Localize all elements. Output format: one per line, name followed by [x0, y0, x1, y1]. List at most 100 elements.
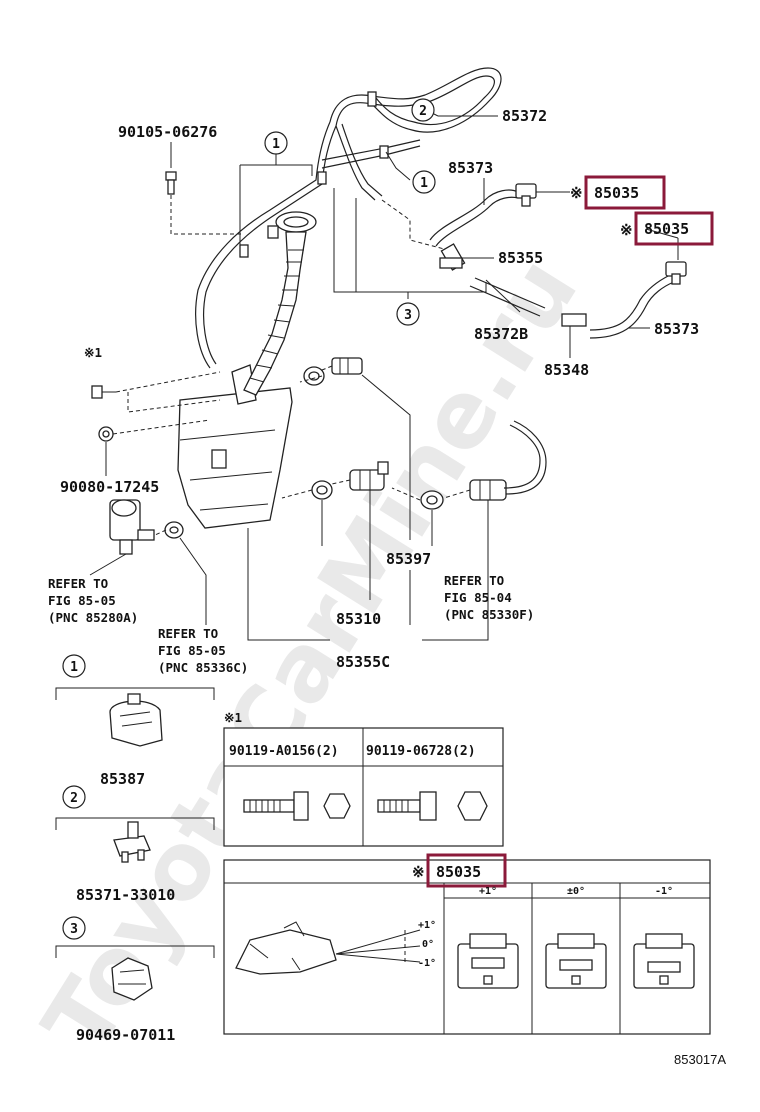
svg-text:0°: 0°	[422, 939, 434, 950]
bolt-table	[223, 727, 504, 847]
nozzle-table-part[interactable]: 85035	[436, 863, 481, 881]
assembly-line-a	[170, 195, 242, 235]
svg-text:90469-07011: 90469-07011	[76, 1026, 175, 1044]
diagram-id: 853017A	[674, 1052, 726, 1067]
nut-90080[interactable]	[98, 426, 114, 442]
nozzle-side-view: +1° 0° -1°	[235, 920, 436, 975]
nozzle-header-minus: -1°	[655, 886, 673, 897]
nozzle-85035-b[interactable]	[665, 261, 687, 285]
bolt-table-mark: ※1	[224, 710, 242, 725]
svg-text:FIG 85-05: FIG 85-05	[48, 593, 116, 608]
ref-mark-85035-a: ※	[570, 184, 583, 202]
reference-note-left[interactable]: REFER TO FIG 85-05 (PNC 85280A)	[48, 576, 138, 625]
callout-2-top[interactable]: 2	[411, 98, 435, 122]
label-85035-a[interactable]: 85035	[594, 184, 639, 202]
hose-85373-top[interactable]	[429, 189, 519, 241]
leader-lines	[89, 110, 679, 641]
callout-3[interactable]: 3	[396, 302, 420, 326]
svg-text:REFER TO: REFER TO	[158, 626, 218, 641]
label-85373-top[interactable]: 85373	[448, 159, 493, 177]
nozzle-front-minus	[633, 933, 695, 989]
clamp-85387-icon	[109, 693, 163, 747]
hose-85373-right[interactable]	[589, 274, 671, 331]
nozzle-header-plus: +1°	[479, 886, 497, 897]
highlight-85035-table	[426, 853, 507, 888]
assembly-line-h	[154, 529, 167, 536]
nozzle-front-plus	[457, 933, 519, 989]
svg-text:REFER TO: REFER TO	[48, 576, 108, 591]
svg-text:3: 3	[70, 922, 78, 937]
svg-text:+1°: +1°	[418, 920, 436, 931]
svg-text:FIG 85-04: FIG 85-04	[444, 590, 512, 605]
hose-clip-d[interactable]	[367, 91, 377, 107]
connector-top[interactable]	[331, 357, 363, 375]
joint-85355-body[interactable]	[439, 257, 463, 269]
nozzle-header-zero: ±0°	[567, 886, 585, 897]
nozzle-85035-a[interactable]	[515, 183, 568, 207]
svg-text:(PNC 85330F): (PNC 85330F)	[444, 607, 534, 622]
nozzle-table-mark: ※	[412, 863, 425, 881]
svg-text:2: 2	[70, 791, 78, 806]
grommet-85397-c[interactable]	[420, 490, 444, 510]
svg-text:(PNC 85336C): (PNC 85336C)	[158, 660, 248, 675]
grommet-85397-a[interactable]	[303, 366, 325, 386]
clip-85371-icon	[113, 821, 151, 863]
legend-item-1[interactable]: 1 85387	[55, 654, 215, 788]
label-85355[interactable]: 85355	[498, 249, 543, 267]
hose-85372b[interactable]	[335, 123, 546, 317]
grommet-85397-b[interactable]	[311, 480, 333, 500]
highlight-85035-a	[584, 175, 666, 210]
svg-text:(PNC 85280A): (PNC 85280A)	[48, 610, 138, 625]
ref-mark-85035-b: ※	[620, 221, 633, 239]
bolt-table-col1[interactable]: 90119-A0156(2)	[229, 744, 339, 759]
clip-90469-icon	[111, 957, 153, 1001]
reference-note-right[interactable]: REFER TO FIG 85-04 (PNC 85330F)	[444, 573, 534, 622]
label-85355c[interactable]: 85355C	[336, 653, 390, 671]
bolt-90105[interactable]	[165, 171, 177, 195]
label-85035-b[interactable]: 85035	[644, 220, 689, 238]
label-90080-17245[interactable]: 90080-17245	[60, 478, 159, 496]
assembly-line-b	[115, 371, 221, 393]
svg-text:1: 1	[420, 176, 428, 191]
assembly-line-g	[391, 487, 471, 501]
svg-text:1: 1	[272, 137, 280, 152]
bolt-table-col2[interactable]: 90119-06728(2)	[366, 744, 476, 759]
reference-note-center[interactable]: REFER TO FIG 85-05 (PNC 85336C)	[158, 626, 248, 675]
assembly-line-e	[299, 365, 333, 383]
hose-clip-a[interactable]	[317, 171, 327, 185]
pump-85280a[interactable]	[109, 499, 155, 555]
callout-1-mid[interactable]: 1	[412, 170, 436, 194]
svg-text:85387: 85387	[100, 770, 145, 788]
label-90105-06276[interactable]: 90105-06276	[118, 123, 217, 141]
washer-tank-85310[interactable]	[177, 364, 293, 529]
svg-text:-1°: -1°	[418, 958, 436, 969]
svg-text:FIG 85-05: FIG 85-05	[158, 643, 226, 658]
assembly-line-d	[112, 419, 211, 435]
filler-neck[interactable]	[243, 211, 317, 396]
label-85397[interactable]: 85397	[386, 550, 431, 568]
hose-clip-c[interactable]	[379, 145, 389, 159]
label-85348[interactable]: 85348	[544, 361, 589, 379]
svg-text:3: 3	[404, 308, 412, 323]
grommet-85336c[interactable]	[164, 521, 184, 539]
label-85372b[interactable]: 85372B	[474, 325, 528, 343]
label-85310[interactable]: 85310	[336, 610, 381, 628]
highlight-85035-b	[634, 211, 714, 246]
assembly-line-f	[281, 479, 351, 499]
legend-item-2[interactable]: 2 85371-33010	[55, 785, 215, 904]
svg-text:1: 1	[70, 660, 78, 675]
joint-85348[interactable]	[561, 313, 587, 327]
bolt-ref-1[interactable]	[91, 385, 116, 399]
hose-clip-b[interactable]	[239, 244, 249, 258]
nozzle-front-zero	[545, 933, 607, 989]
bolt-90119-a0156-icon	[243, 791, 351, 821]
callout-1-top[interactable]: 1	[264, 131, 288, 155]
bolt-90119-06728-icon	[377, 791, 488, 821]
svg-text:REFER TO: REFER TO	[444, 573, 504, 588]
svg-text:85371-33010: 85371-33010	[76, 886, 175, 904]
label-85373-right[interactable]: 85373	[654, 320, 699, 338]
ref-mark-1: ※1	[84, 345, 102, 360]
label-85372[interactable]: 85372	[502, 107, 547, 125]
legend-item-3[interactable]: 3 90469-07011	[55, 916, 215, 1044]
